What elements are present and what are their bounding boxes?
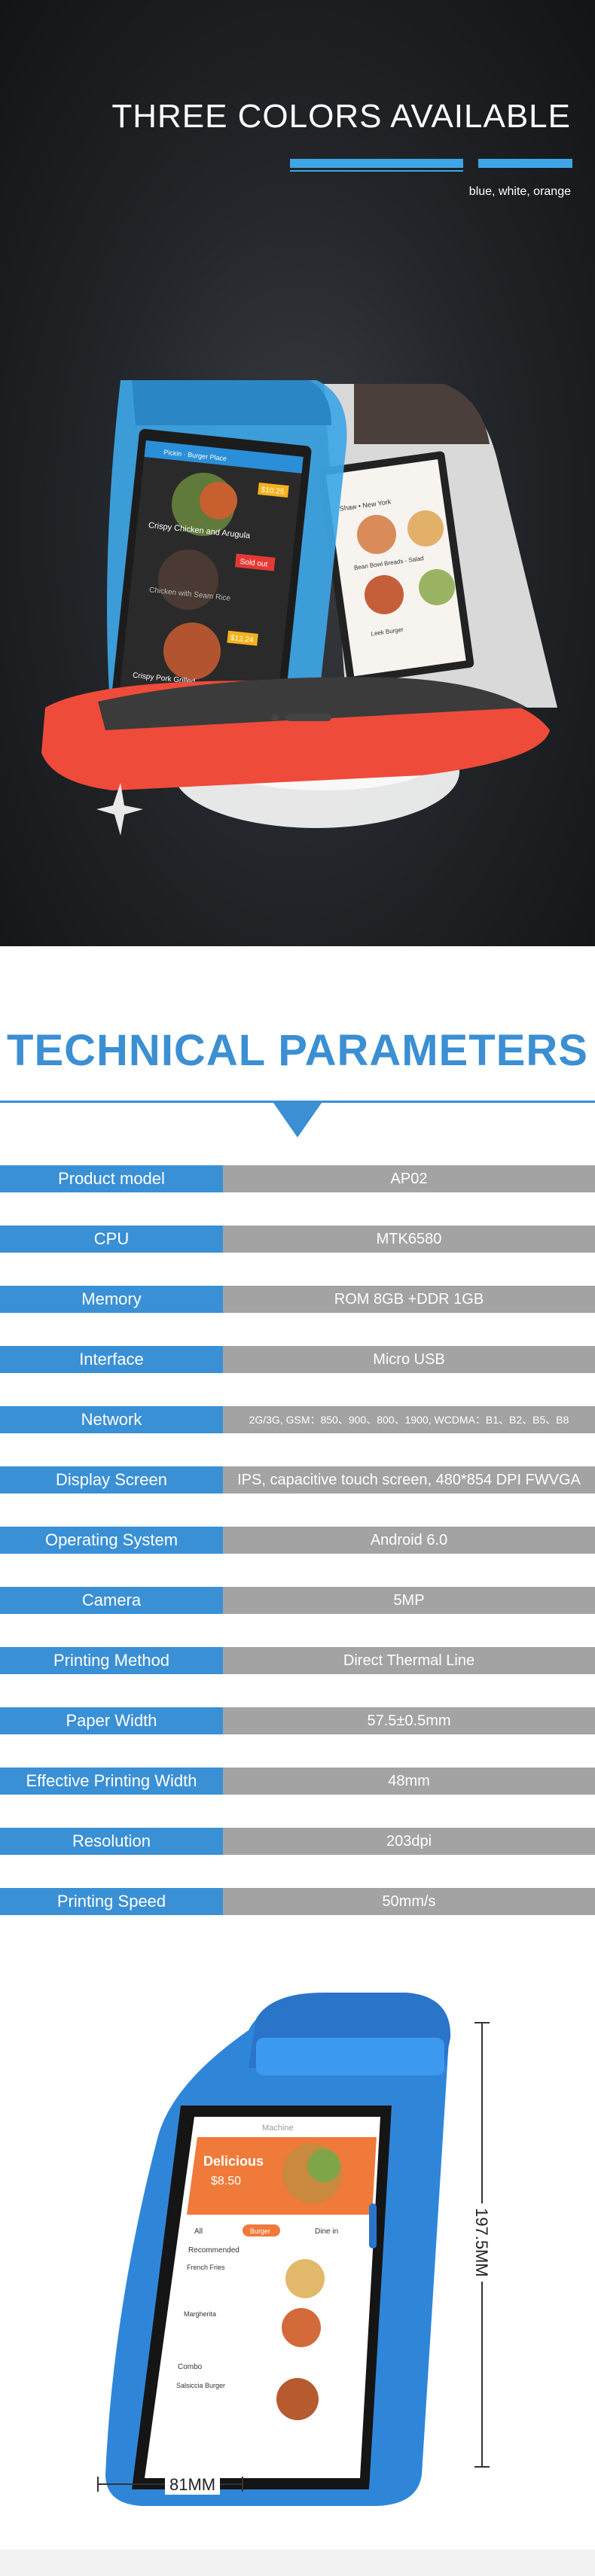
spec-value: 50mm/s — [223, 1888, 595, 1915]
spec-label: Printing Speed — [0, 1888, 223, 1915]
spec-label: Resolution — [0, 1828, 223, 1855]
screen-tab-burger: Burger — [250, 2227, 270, 2235]
spec-row-printing-method: Printing Method Direct Thermal Line — [0, 1647, 595, 1674]
spec-row-operating-system: Operating System Android 6.0 — [0, 1527, 595, 1554]
spec-row-resolution: Resolution 203dpi — [0, 1828, 595, 1855]
promo-title: Delicious — [203, 2154, 264, 2169]
spec-value: ROM 8GB +DDR 1GB — [223, 1286, 595, 1313]
spec-value: 48mm — [223, 1768, 595, 1795]
white-device: Shaw • New York Bean Bowl Breads - Salad… — [318, 384, 557, 708]
spec-value: MTK6580 — [223, 1226, 595, 1253]
dimensions-section: Machine Delicious $8.50 All Burger Dine … — [0, 1947, 595, 2576]
spec-value: Direct Thermal Line — [223, 1647, 595, 1674]
spec-value: 2G/3G, GSM：850、900、800、1900, WCDMA：B1、B2… — [223, 1406, 595, 1433]
spec-value: Android 6.0 — [223, 1527, 595, 1554]
spec-label: Paper Width — [0, 1707, 223, 1734]
accent-bar-thin — [290, 170, 463, 172]
spec-row-camera: Camera 5MP — [0, 1587, 595, 1614]
screen1-badge: Sold out — [240, 558, 268, 569]
spec-row-effective-printing-width: Effective Printing Width 48mm — [0, 1768, 595, 1795]
width-dimension-label: 81MM — [165, 2475, 221, 2495]
promo-price: $8.50 — [211, 2175, 241, 2188]
spec-value: 203dpi — [223, 1828, 595, 1855]
accent-bar-right — [478, 159, 572, 168]
spec-value: 5MP — [223, 1587, 595, 1614]
spec-row-network: Network 2G/3G, GSM：850、900、800、1900, WCD… — [0, 1406, 595, 1433]
spec-label: CPU — [0, 1226, 223, 1253]
spec-label: Interface — [0, 1346, 223, 1373]
spec-value: 57.5±0.5mm — [223, 1707, 595, 1734]
accent-bar-left — [290, 159, 463, 168]
screen-item-french-fries: French Fries — [187, 2264, 225, 2271]
spec-label: Product model — [0, 1165, 223, 1192]
screen1-price-1: $10.25 — [261, 486, 285, 496]
blue-device: Pickin · Burger Place $10.25 Crispy Chic… — [107, 380, 347, 745]
screen-item-salsiccia: Salsiccia Burger — [176, 2382, 225, 2389]
spec-value: AP02 — [223, 1165, 595, 1192]
bottom-strip — [0, 2550, 595, 2576]
spec-label: Memory — [0, 1286, 223, 1313]
spec-label: Operating System — [0, 1527, 223, 1554]
spec-label: Printing Method — [0, 1647, 223, 1674]
devices-illustration: Shaw • New York Bean Bowl Breads - Salad… — [41, 380, 557, 836]
spec-row-product-model: Product model AP02 — [0, 1165, 595, 1192]
spec-row-printing-speed: Printing Speed 50mm/s — [0, 1888, 595, 1915]
hero-subtitle: blue, white, orange — [468, 185, 571, 198]
spec-row-display-screen: Display Screen IPS, capacitive touch scr… — [0, 1466, 595, 1494]
spec-row-cpu: CPU MTK6580 — [0, 1226, 595, 1253]
spec-value: IPS, capacitive touch screen, 480*854 DP… — [223, 1466, 595, 1494]
screen-tab-all: All — [194, 2227, 203, 2236]
title-pointer — [273, 1103, 322, 1137]
screen-brand: Machine — [262, 2124, 294, 2133]
height-dimension-label: 197.5MM — [471, 2203, 491, 2282]
orange-device — [41, 677, 550, 790]
device-dimension-illustration: Machine Delicious $8.50 All Burger Dine … — [97, 1993, 490, 2506]
spec-row-memory: Memory ROM 8GB +DDR 1GB — [0, 1286, 595, 1313]
spec-row-interface: Interface Micro USB — [0, 1346, 595, 1373]
hero-title: THREE COLORS AVAILABLE — [111, 98, 571, 135]
screen1-price-2: $12.24 — [230, 634, 254, 644]
screen-section-combo: Combo — [178, 2363, 203, 2371]
technical-parameters-section: TECHNICAL PARAMETERS Product model AP02 … — [0, 946, 595, 1947]
spec-label: Effective Printing Width — [0, 1768, 223, 1795]
screen-item-margherita: Margherita — [184, 2310, 216, 2318]
screen-section-recommended: Recommended — [188, 2246, 240, 2255]
title-divider — [0, 1101, 595, 1103]
technical-title: TECHNICAL PARAMETERS — [7, 1026, 588, 1075]
spec-label: Camera — [0, 1587, 223, 1614]
spec-label: Network — [0, 1406, 223, 1433]
screen-tab-dine-in: Dine in — [315, 2227, 338, 2236]
spec-label: Display Screen — [0, 1466, 223, 1494]
spec-row-paper-width: Paper Width 57.5±0.5mm — [0, 1707, 595, 1734]
spec-value: Micro USB — [223, 1346, 595, 1373]
colors-hero-section: THREE COLORS AVAILABLE blue, white, oran… — [0, 0, 595, 946]
